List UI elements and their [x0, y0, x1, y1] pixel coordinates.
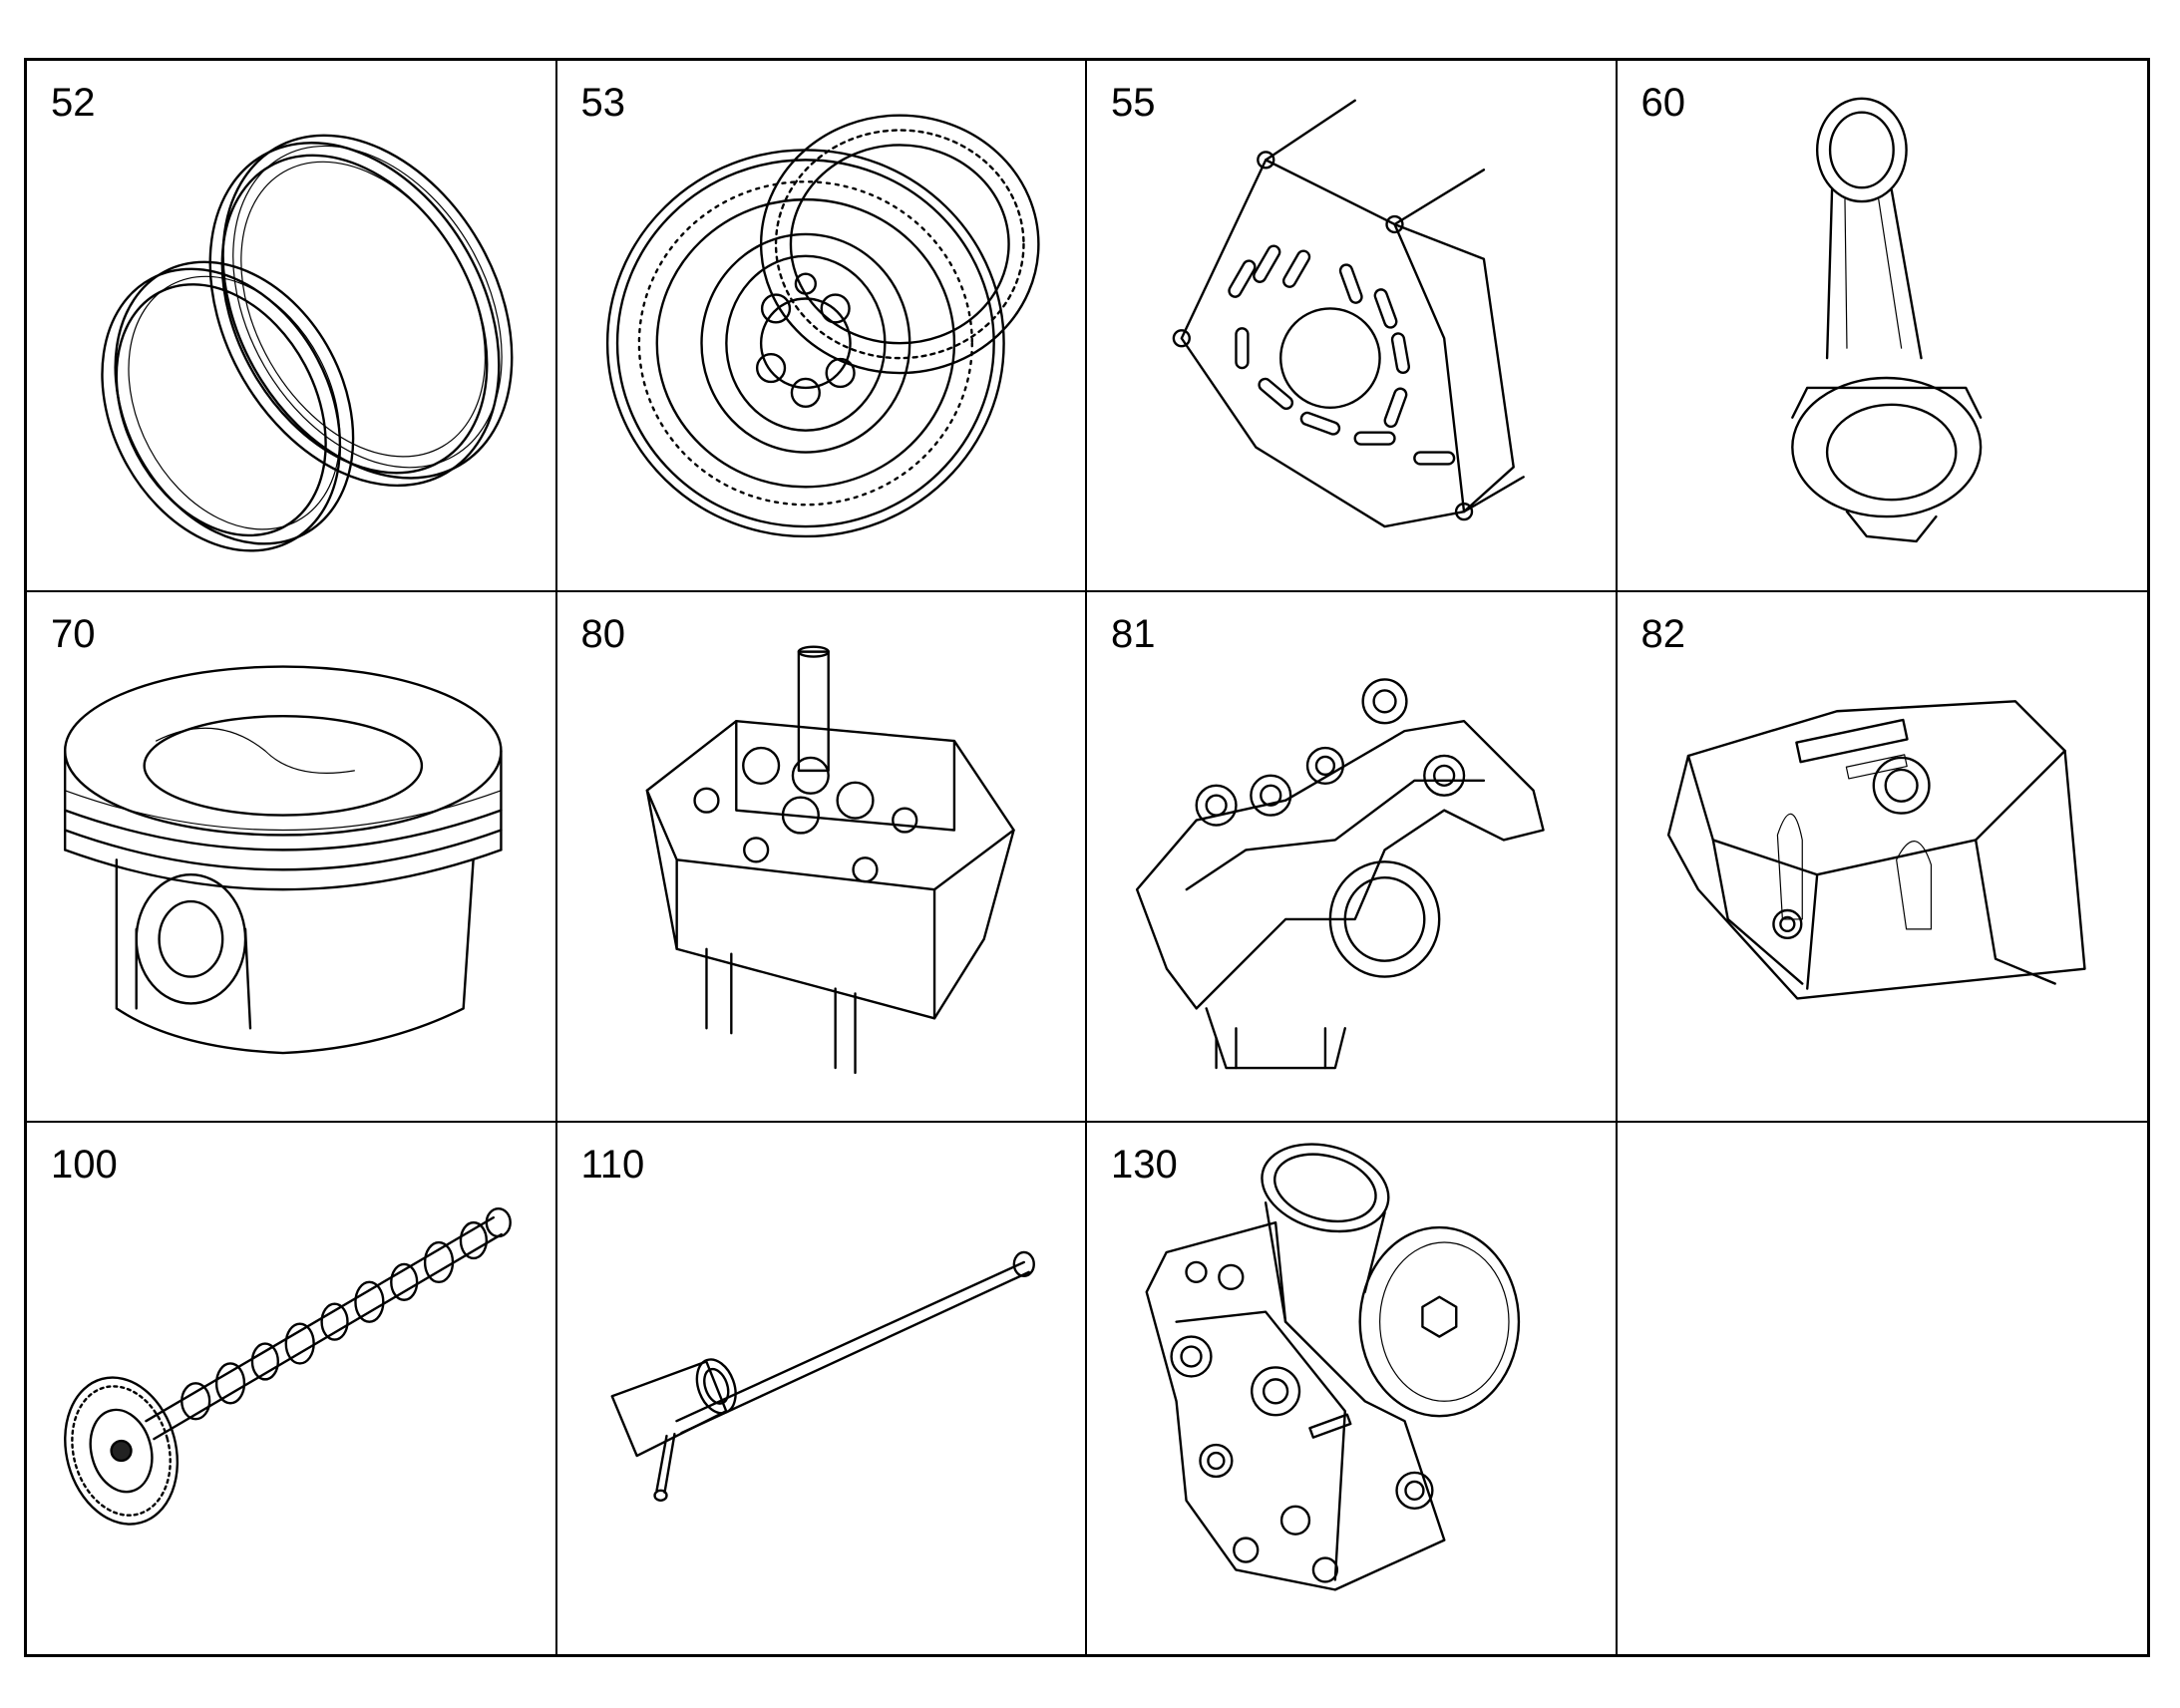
part-number: 52	[51, 81, 96, 125]
seal-rings-icon	[101, 134, 514, 552]
part-number: 53	[580, 81, 626, 125]
cover-plate-icon	[1172, 99, 1525, 528]
part-cell-100[interactable]: 100	[27, 1123, 557, 1654]
part-cell-80[interactable]: 80	[556, 591, 1087, 1124]
part-cell-60[interactable]: 60	[1617, 61, 2147, 592]
part-number: 70	[51, 611, 96, 656]
part-cell-81[interactable]: 81	[1087, 591, 1618, 1124]
valve-cover-icon	[1666, 699, 2086, 1000]
flywheel-gear-icon	[605, 114, 1040, 538]
part-cell-52[interactable]: 52	[27, 61, 557, 592]
part-cell-130[interactable]: 130	[1087, 1123, 1618, 1654]
part-cell-53[interactable]: 53	[556, 61, 1087, 592]
parts-grid: 52 53	[24, 58, 2150, 1657]
oil-filter-housing-icon	[1145, 1143, 1521, 1591]
connecting-rod-icon	[1790, 97, 1982, 543]
part-number: 60	[1640, 81, 1686, 125]
part-number: 80	[580, 611, 626, 656]
part-cell-82[interactable]: 82	[1617, 592, 2147, 1124]
part-number: 82	[1640, 611, 1686, 656]
cylinder-head-icon	[645, 645, 1015, 1074]
piston-icon	[63, 664, 503, 1054]
part-number: 110	[580, 1143, 645, 1188]
rocker-arm-assembly-icon	[1135, 677, 1545, 1069]
part-number: 130	[1111, 1143, 1178, 1188]
part-number: 81	[1111, 611, 1156, 656]
part-number: 100	[51, 1143, 118, 1188]
camshaft-icon	[64, 1207, 512, 1527]
part-cell-55[interactable]: 55	[1087, 61, 1618, 592]
part-number: 55	[1111, 81, 1156, 125]
part-cell-empty	[1618, 1123, 2148, 1654]
part-cell-70[interactable]: 70	[27, 591, 557, 1124]
part-cell-110[interactable]: 110	[557, 1123, 1087, 1654]
push-rod-tool-icon	[610, 1251, 1035, 1503]
